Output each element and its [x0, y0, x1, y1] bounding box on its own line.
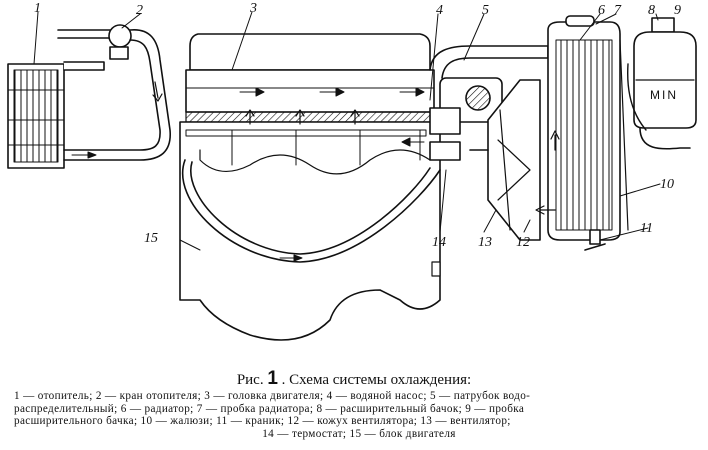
figure-legend: 1 — отопитель; 2 — кран отопителя; 3 — г… [14, 390, 704, 440]
callout-5: 5 [482, 3, 489, 18]
water-pump [401, 77, 503, 161]
legend-line: 1 — отопитель; 2 — кран отопителя; 3 — г… [14, 390, 531, 402]
callout-3: 3 [250, 1, 257, 16]
callout-7: 7 [614, 3, 621, 18]
heater [7, 63, 65, 169]
callout-2: 2 [136, 3, 143, 18]
callout-6: 6 [598, 3, 605, 18]
tank-min-label: MIN [650, 88, 678, 102]
fan [469, 79, 541, 241]
heater-tap [57, 24, 171, 161]
radiator [535, 15, 629, 251]
callout-14: 14 [432, 235, 446, 250]
callout-11: 11 [640, 221, 653, 236]
caption-title: . Схема системы охлаждения: [281, 372, 472, 388]
callout-1: 1 [34, 1, 41, 16]
callout-15: 15 [144, 231, 158, 246]
caption-prefix: Рис. [236, 372, 264, 388]
expansion-tank [626, 17, 697, 150]
figure-number: 1 [267, 368, 278, 389]
legend-line: 14 — термостат; 15 — блок двигателя [262, 427, 456, 440]
callout-8: 8 [648, 3, 655, 18]
figure-caption: Рис. 1 . Схема системы охлаждения: [0, 368, 708, 390]
engine [179, 33, 441, 341]
callout-4: 4 [436, 3, 443, 18]
cooling-system-diagram [7, 11, 697, 341]
callout-9: 9 [674, 3, 681, 18]
callout-leaders [33, 11, 661, 251]
legend-line: распределительный; 6 — радиатор; 7 — про… [14, 402, 525, 415]
callout-13: 13 [478, 235, 492, 250]
legend-line: расширительного бачка; 10 — жалюзи; 11 —… [14, 415, 511, 428]
callout-10: 10 [660, 177, 674, 192]
callout-12: 12 [516, 235, 530, 250]
